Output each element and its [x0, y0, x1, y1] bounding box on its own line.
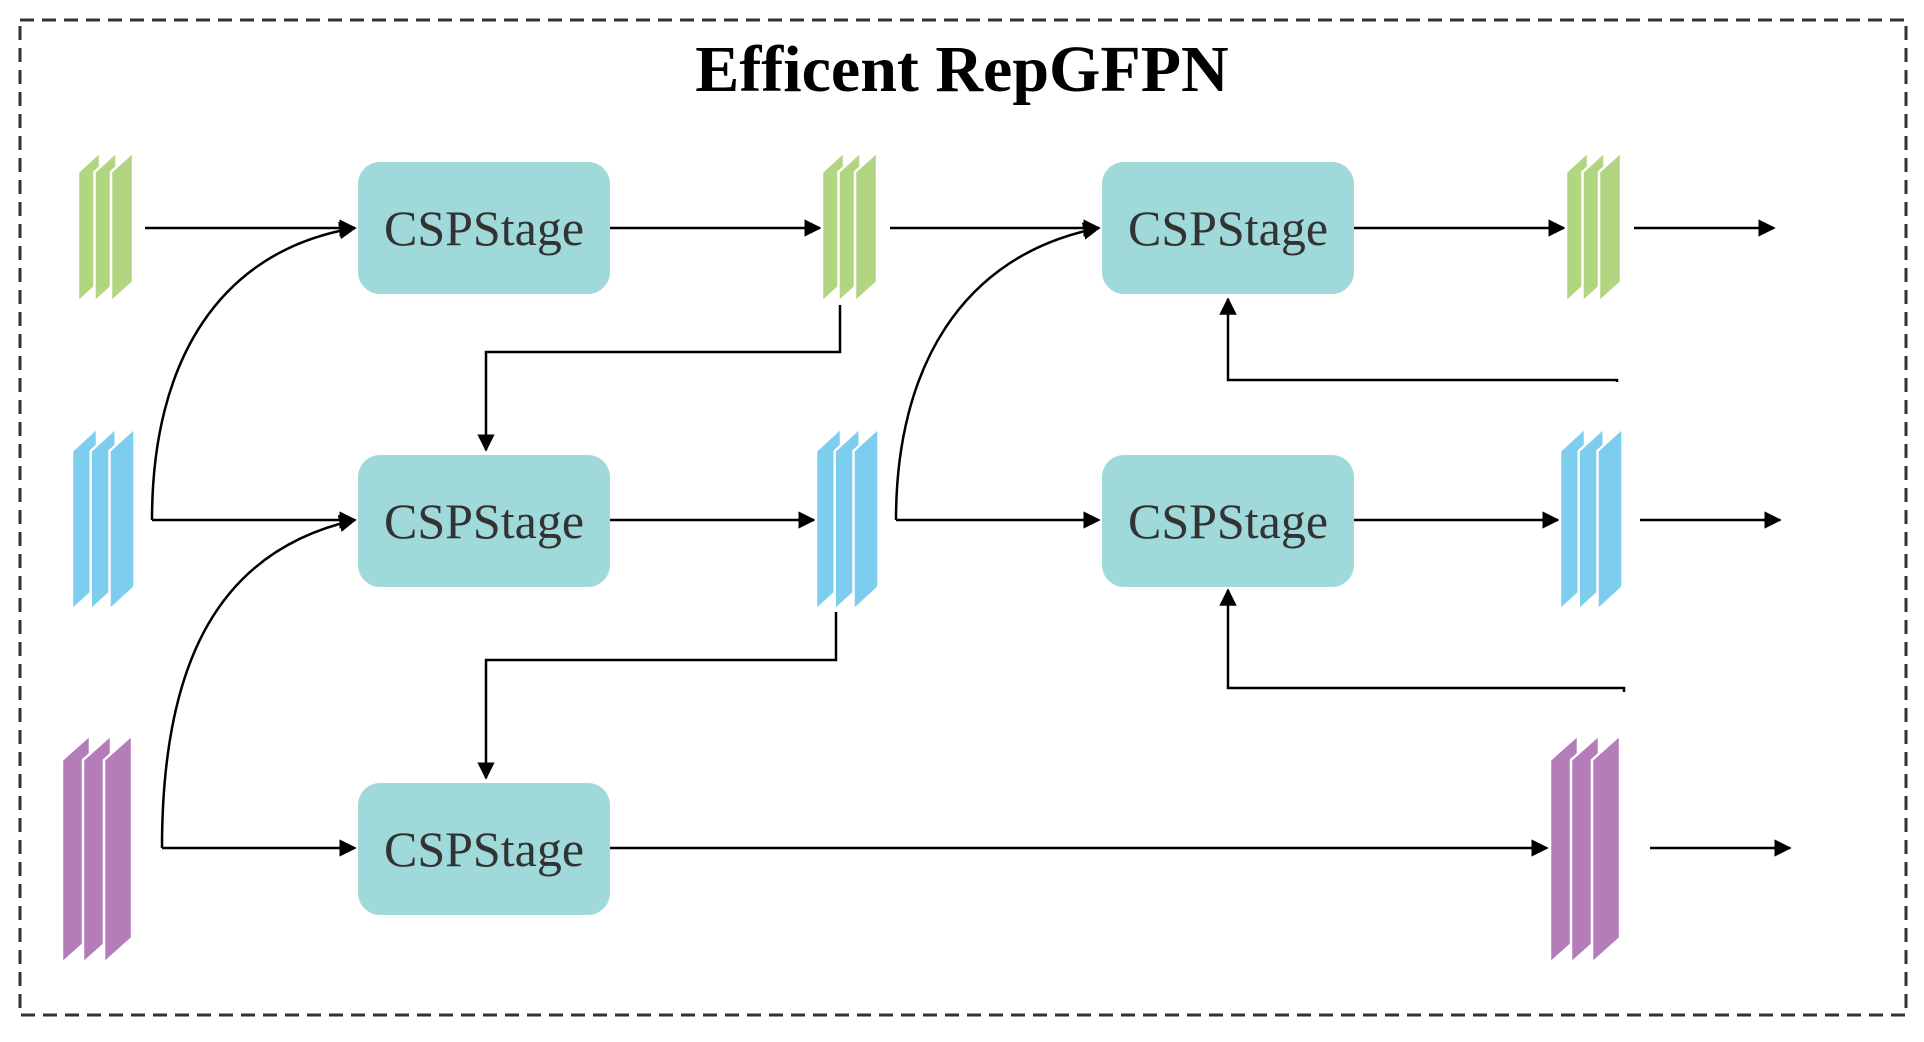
feature-map-out-top-layer-3 [1597, 149, 1623, 305]
feature-map-f-mid-layer-3 [852, 425, 880, 613]
diagram-title: Efficent RepGFPN [695, 33, 1229, 106]
feature-map-in-bot-layer-3 [102, 732, 134, 966]
feature-map-f-top [820, 149, 879, 305]
arrow-out-mid-up-to-cspstage-top-right [1219, 297, 1619, 382]
arrow-f-mid-down-to-cspstage-bot-left [477, 612, 838, 780]
curve-f-mid-to-cspstage-top-right [894, 222, 1101, 521]
feature-map-in-mid [70, 425, 136, 613]
edges-group [145, 219, 1792, 857]
arrow-f-top-down-to-cspstage-mid-left [477, 305, 842, 452]
feature-map-f-top-layer-3 [853, 149, 879, 305]
cspstage-block-mid-left: CSPStage [358, 455, 610, 587]
curve-in-mid-to-cspstage-top-left [150, 221, 357, 521]
arrow-out-bot-up-to-cspstage-mid-right [1219, 588, 1626, 692]
feature-map-out-top [1564, 149, 1623, 305]
feature-map-out-bot-layer-3 [1590, 732, 1622, 966]
feature-map-in-top-layer-3 [109, 149, 135, 305]
cspstage-block-mid-right: CSPStage [1102, 455, 1354, 587]
feature-map-out-mid [1558, 425, 1624, 613]
curve-in-bot-to-cspstage-mid-left [160, 514, 357, 849]
feature-map-out-mid-layer-3 [1596, 425, 1624, 613]
feature-map-in-mid-layer-3 [108, 425, 136, 613]
cspstage-block-top-left: CSPStage [358, 162, 610, 294]
cspstage-block-bot-left: CSPStage [358, 783, 610, 915]
feature-map-f-mid [814, 425, 880, 613]
feature-map-out-bot [1548, 732, 1622, 966]
cspstage-block-top-right: CSPStage [1102, 162, 1354, 294]
feature-map-in-top [76, 149, 135, 305]
feature-maps-group [60, 149, 1624, 966]
feature-map-in-bot [60, 732, 134, 966]
outer-dashed-border [18, 18, 1908, 1017]
